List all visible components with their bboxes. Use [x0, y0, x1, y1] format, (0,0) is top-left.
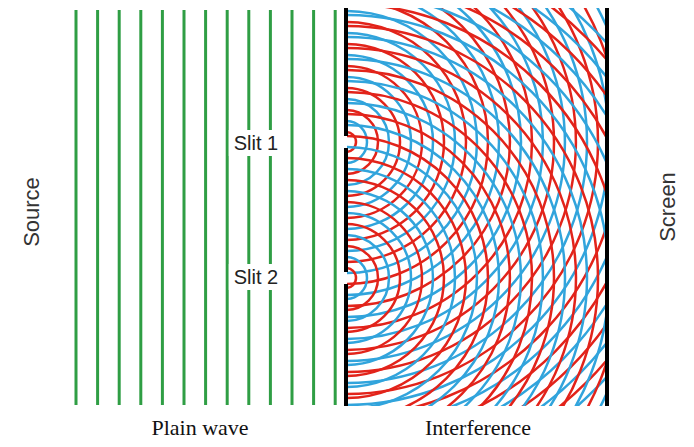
wavefront-arc	[347, 8, 605, 406]
wavefront-arc	[347, 8, 605, 406]
wavefront-line	[139, 10, 142, 405]
source-label: Source	[20, 177, 44, 247]
wavefront-arc	[347, 8, 605, 406]
wavefront-line	[291, 10, 294, 405]
barrier	[344, 148, 348, 272]
wavefront-arc	[347, 8, 605, 406]
wavefront-arc	[347, 26, 598, 406]
wavefront-arc	[347, 77, 411, 207]
wavefront-arc	[347, 70, 554, 406]
wavefront-arc	[347, 235, 389, 321]
wavefront-arc	[347, 37, 587, 406]
wavefront-arc	[347, 8, 605, 406]
wavefront-line	[75, 10, 78, 405]
wavefront-arc	[347, 81, 543, 406]
wavefront-arc	[347, 8, 598, 394]
wavefront-line	[312, 10, 315, 405]
wavefront-arc	[347, 246, 378, 310]
screen-line	[605, 8, 609, 406]
wavefront-arc	[347, 136, 488, 406]
barrier	[344, 8, 348, 136]
wavefront-line	[118, 10, 121, 405]
screen-label: Screen	[656, 172, 680, 242]
wavefront-arc	[347, 268, 356, 288]
wavefront-arc	[347, 191, 433, 365]
wavefront-arc	[347, 8, 605, 406]
wavefront-arc	[347, 125, 499, 406]
wavefront-line	[247, 10, 250, 405]
plane-wavefronts	[76, 10, 335, 405]
region-label: Interference	[425, 416, 531, 440]
wavefront-line	[226, 10, 229, 405]
wavefront-arc	[347, 110, 378, 174]
barrier-and-screen	[346, 8, 607, 406]
wavefront-line	[183, 10, 186, 405]
barrier	[344, 284, 348, 406]
wavefront-line	[204, 10, 207, 405]
wavefront-arc	[347, 92, 532, 406]
wavefront-arc	[347, 8, 554, 350]
wavefront-arc	[347, 15, 605, 406]
wavefront-arc	[347, 8, 605, 406]
wavefront-arc	[347, 158, 466, 398]
wavefront-line	[269, 10, 272, 405]
wavefront-line	[161, 10, 164, 405]
slit-label: Slit 1	[229, 130, 283, 156]
wavefront-arc	[347, 8, 605, 406]
wavefront-arc	[347, 202, 422, 354]
wavefront-line	[334, 10, 337, 405]
circular-wavefronts	[347, 8, 605, 406]
region-label: Plain wave	[151, 416, 248, 440]
wavefront-arc	[347, 257, 367, 299]
wavefront-arc	[347, 213, 411, 343]
slit-label: Slit 2	[229, 264, 283, 290]
wavefront-arc	[347, 114, 510, 406]
wavefront-line	[96, 10, 99, 405]
wavefront-arc	[347, 224, 400, 332]
wavefront-arc	[347, 8, 499, 295]
wavefront-arc	[347, 59, 565, 406]
